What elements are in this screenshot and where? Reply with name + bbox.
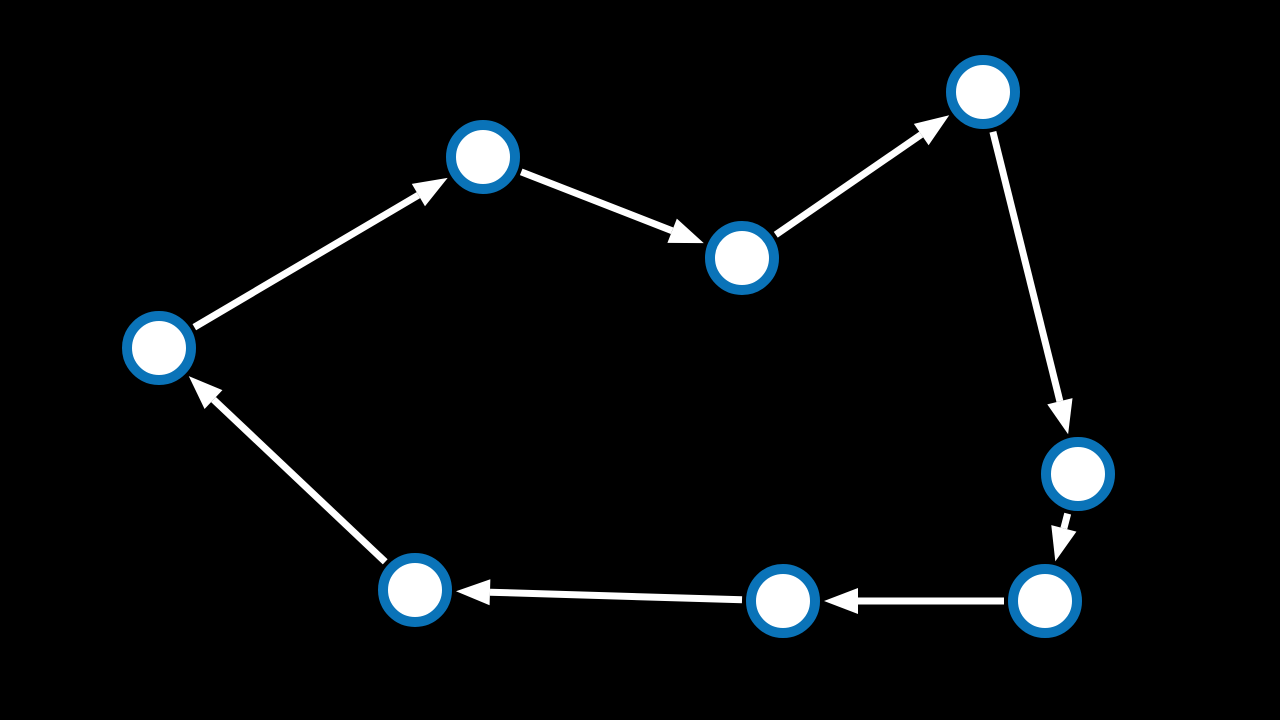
edge-top-right-to-right-upper[interactable]	[989, 130, 1073, 435]
arrowhead-icon	[455, 579, 491, 606]
node-middle[interactable]	[705, 221, 779, 295]
edge-bottom-left-to-left[interactable]	[188, 376, 388, 565]
edge-right-upper-to-bottom-right[interactable]	[1051, 512, 1077, 562]
edge-line	[989, 130, 1064, 403]
node-bottom-right[interactable]	[1008, 564, 1082, 638]
edge-line	[519, 168, 674, 235]
edge-line	[1060, 512, 1072, 530]
node-right-upper[interactable]	[1041, 437, 1115, 511]
edge-middle-to-top-right[interactable]	[773, 115, 950, 238]
arrowhead-icon	[411, 177, 448, 207]
node-bottom-middle[interactable]	[746, 564, 820, 638]
node-bottom-left[interactable]	[378, 553, 452, 627]
node-left[interactable]	[122, 311, 196, 385]
edge-upper-left-to-middle[interactable]	[519, 168, 704, 244]
node-circle	[705, 221, 779, 295]
arrowhead-icon	[1051, 525, 1077, 562]
node-top-right[interactable]	[946, 55, 1020, 129]
arrowhead-icon	[188, 376, 223, 409]
edge-line	[773, 131, 924, 238]
node-circle	[1008, 564, 1082, 638]
node-circle	[746, 564, 820, 638]
edge-bottom-right-to-bottom-middle[interactable]	[824, 588, 1004, 614]
node-circle	[446, 120, 520, 194]
node-circle	[378, 553, 452, 627]
edge-line	[489, 588, 743, 604]
arrowhead-icon	[667, 218, 704, 244]
node-circle	[1041, 437, 1115, 511]
edge-left-to-upper-left[interactable]	[192, 177, 448, 331]
node-circle	[946, 55, 1020, 129]
nodes-layer	[122, 55, 1115, 638]
arrowhead-icon	[913, 115, 950, 146]
arrowhead-icon	[1047, 398, 1073, 435]
arrowhead-icon	[824, 588, 858, 614]
edge-bottom-middle-to-bottom-left[interactable]	[455, 579, 743, 606]
node-circle	[122, 311, 196, 385]
edges-layer	[188, 115, 1077, 614]
edge-line	[192, 192, 421, 331]
node-upper-left[interactable]	[446, 120, 520, 194]
edge-line	[211, 396, 388, 565]
